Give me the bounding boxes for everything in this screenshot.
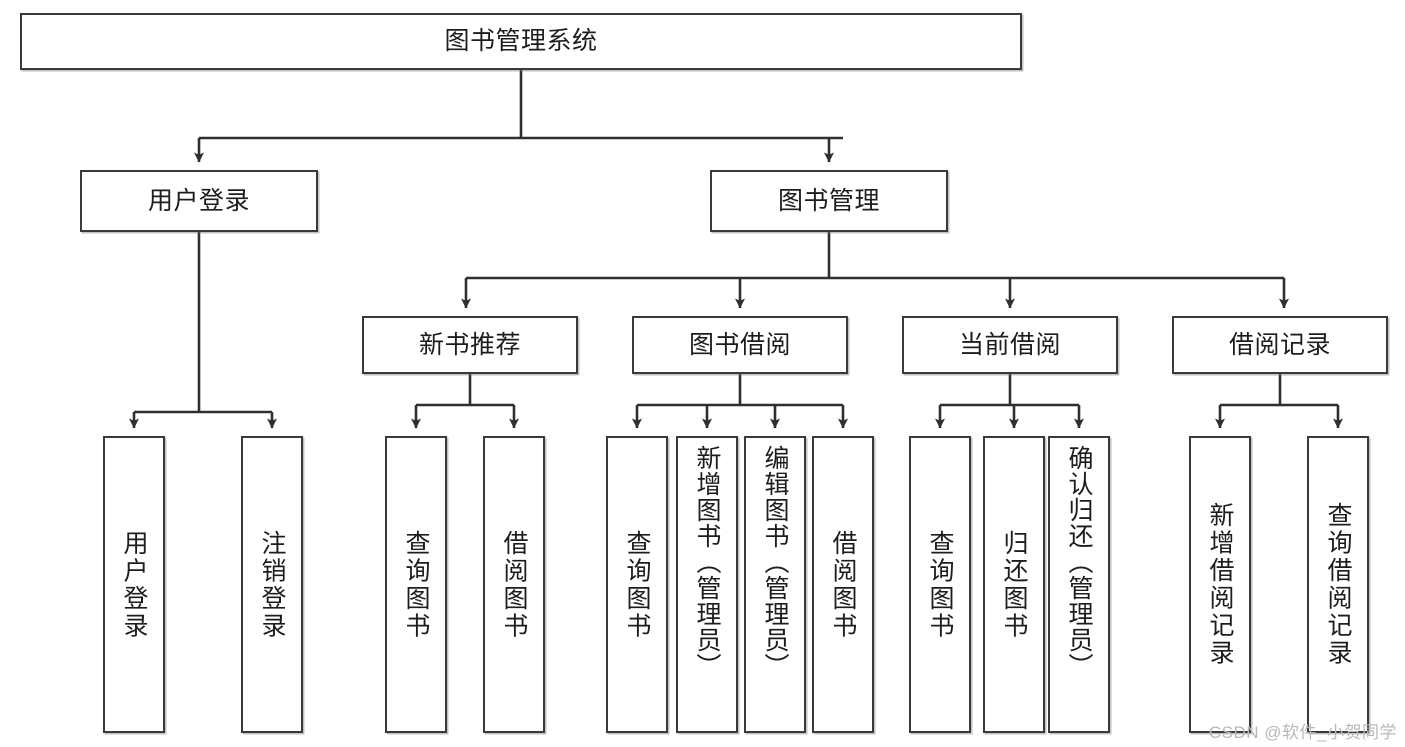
node-label: 查询借阅记录 bbox=[1324, 502, 1352, 667]
leaf-add-borrow-record[interactable]: 新增借阅记录 bbox=[1189, 436, 1251, 733]
node-user-login[interactable]: 用户登录 bbox=[80, 170, 318, 232]
node-book-management[interactable]: 图书管理 bbox=[710, 170, 948, 232]
node-label: 当前借阅 bbox=[958, 330, 1061, 359]
node-label: 借阅图书 bbox=[829, 529, 857, 640]
leaf-return-book[interactable]: 归还图书 bbox=[983, 436, 1045, 733]
node-new-book-recommend[interactable]: 新书推荐 bbox=[362, 316, 578, 374]
leaf-logout[interactable]: 注销登录 bbox=[241, 436, 303, 733]
leaf-confirm-return-admin[interactable]: 确认归还（管理员） bbox=[1048, 436, 1110, 733]
leaf-query-borrow-record[interactable]: 查询借阅记录 bbox=[1307, 436, 1369, 733]
leaf-query-book-current[interactable]: 查询图书 bbox=[909, 436, 971, 733]
leaf-user-login[interactable]: 用户登录 bbox=[103, 436, 165, 733]
node-label: 借阅记录 bbox=[1228, 330, 1331, 359]
leaf-query-book-borrow[interactable]: 查询图书 bbox=[606, 436, 668, 733]
leaf-borrow-book[interactable]: 借阅图书 bbox=[812, 436, 874, 733]
node-label: 查询图书 bbox=[402, 529, 430, 640]
node-label: 用户登录 bbox=[147, 186, 250, 215]
leaf-query-book-recommend[interactable]: 查询图书 bbox=[385, 436, 447, 733]
node-current-borrow[interactable]: 当前借阅 bbox=[902, 316, 1118, 374]
node-label: 编辑图书（管理员） bbox=[761, 445, 789, 679]
node-borrow-record[interactable]: 借阅记录 bbox=[1172, 316, 1388, 374]
node-label: 新增图书（管理员） bbox=[693, 445, 721, 679]
node-label: 用户登录 bbox=[120, 529, 148, 640]
node-label: 查询图书 bbox=[623, 529, 651, 640]
node-book-borrow[interactable]: 图书借阅 bbox=[632, 316, 848, 374]
node-label: 新书推荐 bbox=[418, 330, 521, 359]
node-label: 图书借阅 bbox=[688, 330, 791, 359]
node-label: 图书管理系统 bbox=[444, 27, 598, 56]
leaf-borrow-book-recommend[interactable]: 借阅图书 bbox=[483, 436, 545, 733]
node-label: 注销登录 bbox=[258, 529, 286, 640]
node-root-system[interactable]: 图书管理系统 bbox=[20, 13, 1022, 70]
leaf-edit-book-admin[interactable]: 编辑图书（管理员） bbox=[744, 436, 806, 733]
leaf-add-book-admin[interactable]: 新增图书（管理员） bbox=[676, 436, 738, 733]
node-label: 查询图书 bbox=[926, 529, 954, 640]
node-label: 归还图书 bbox=[1000, 529, 1028, 640]
node-label: 图书管理 bbox=[777, 186, 880, 215]
node-label: 借阅图书 bbox=[500, 529, 528, 640]
csdn-watermark: CSDN @软件_小贺同学 bbox=[1208, 723, 1397, 742]
node-label: 确认归还（管理员） bbox=[1065, 445, 1093, 679]
node-label: 新增借阅记录 bbox=[1206, 502, 1234, 667]
